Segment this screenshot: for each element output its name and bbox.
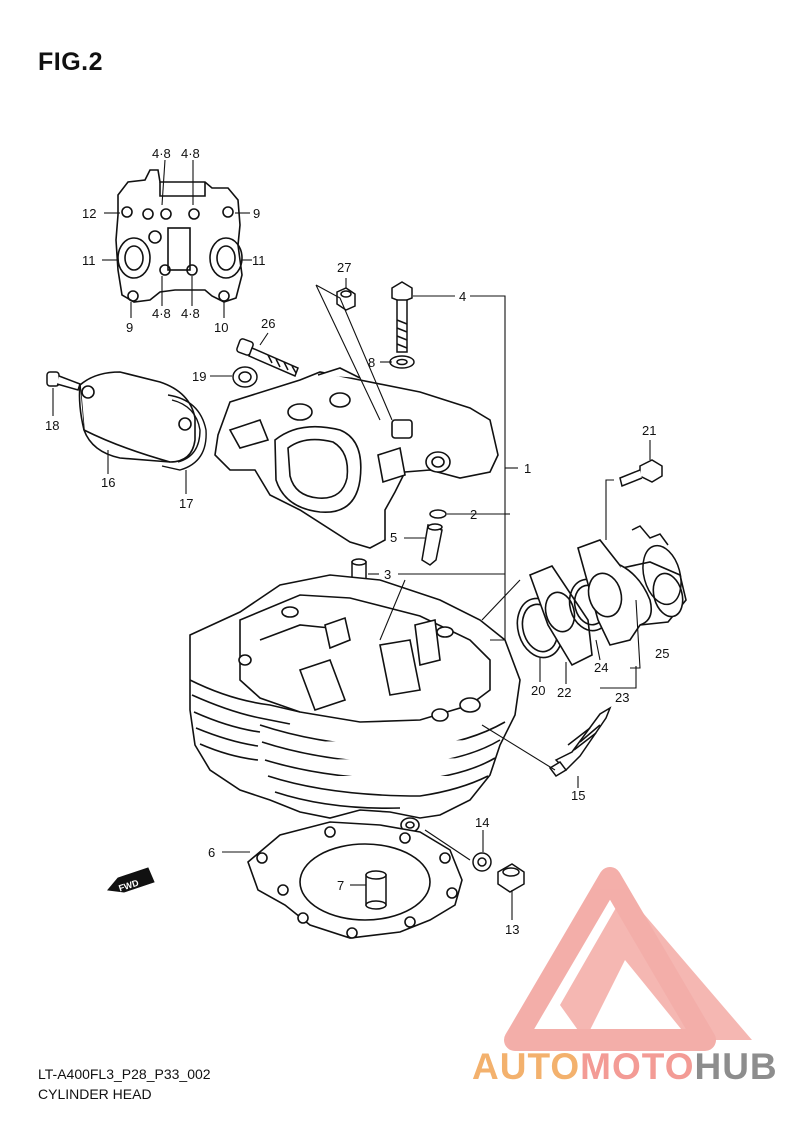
leader-lines xyxy=(52,159,651,920)
callout-27: 27 xyxy=(337,260,351,275)
spark-plug-15 xyxy=(548,706,612,777)
callout-18: 18 xyxy=(45,418,59,433)
head-gasket-6 xyxy=(247,821,463,939)
watermark-text: AUTOMOTOHUB xyxy=(472,1046,778,1088)
callout-10: 10 xyxy=(214,320,228,335)
callout-13: 13 xyxy=(505,922,519,937)
watermark-moto: MOTO xyxy=(580,1046,695,1087)
callout-2: 2 xyxy=(470,507,477,522)
callout-14: 14 xyxy=(475,815,489,830)
callout-8: 8 xyxy=(368,355,375,370)
callout-3: 3 xyxy=(384,567,391,582)
o-ring-2 xyxy=(429,509,447,519)
callout-5: 5 xyxy=(390,530,397,545)
callout-labels: 4·8 4·8 12 9 11 11 9 4·8 4·8 10 27 4 26 … xyxy=(45,146,669,937)
callout-4-8-top-left: 4·8 xyxy=(152,146,171,161)
fwd-arrow-icon: FWD xyxy=(107,867,155,893)
valve-cover-16 xyxy=(78,371,196,463)
callout-16: 16 xyxy=(101,475,115,490)
callout-4-8-bottom-right: 4·8 xyxy=(181,306,200,321)
intake-pipe-23 xyxy=(577,539,687,646)
callout-15: 15 xyxy=(571,788,585,803)
seal-19 xyxy=(232,366,258,388)
insulator-22 xyxy=(528,565,593,667)
callout-11-left: 11 xyxy=(82,253,96,268)
callout-9-right: 9 xyxy=(253,206,260,221)
callout-20: 20 xyxy=(531,683,545,698)
gasket-17 xyxy=(161,394,207,471)
callout-9-bottom: 9 xyxy=(126,320,133,335)
head-top-view xyxy=(115,169,243,303)
washer-8 xyxy=(389,355,415,369)
washer-14 xyxy=(472,852,492,872)
callout-4: 4 xyxy=(459,289,466,304)
callout-19: 19 xyxy=(192,369,206,384)
callout-4-8-bottom-left: 4·8 xyxy=(152,306,171,321)
callout-22: 22 xyxy=(557,685,571,700)
callout-23: 23 xyxy=(615,690,629,705)
callout-24: 24 xyxy=(594,660,608,675)
callout-1: 1 xyxy=(524,461,531,476)
cylinder-head-cover xyxy=(214,367,499,549)
callout-7: 7 xyxy=(337,878,344,893)
callout-6: 6 xyxy=(208,845,215,860)
callout-25: 25 xyxy=(655,646,669,661)
figure-title: FIG.2 xyxy=(38,48,104,76)
dowel-7 xyxy=(365,870,387,910)
callout-21: 21 xyxy=(642,423,656,438)
section-name: CYLINDER HEAD xyxy=(38,1086,152,1102)
callout-11-right: 11 xyxy=(252,253,266,268)
callout-12: 12 xyxy=(82,206,96,221)
cylinder-head-body xyxy=(189,574,521,833)
bolt-4 xyxy=(391,281,413,353)
bolt-26 xyxy=(236,338,299,378)
pin-5 xyxy=(421,523,443,566)
clamp-25 xyxy=(631,525,682,606)
callout-4-8-top-right: 4·8 xyxy=(181,146,200,161)
plug-13 xyxy=(497,863,525,893)
bolt-18 xyxy=(46,371,81,391)
nut-27 xyxy=(336,287,356,311)
callout-26: 26 xyxy=(261,316,275,331)
callout-17: 17 xyxy=(179,496,193,511)
watermark-auto: AUTO xyxy=(472,1046,581,1087)
watermark-logo xyxy=(504,867,752,1051)
model-code: LT-A400FL3_P28_P33_002 xyxy=(38,1066,211,1082)
watermark-hub: HUB xyxy=(694,1046,778,1087)
bolt-21 xyxy=(619,459,663,488)
